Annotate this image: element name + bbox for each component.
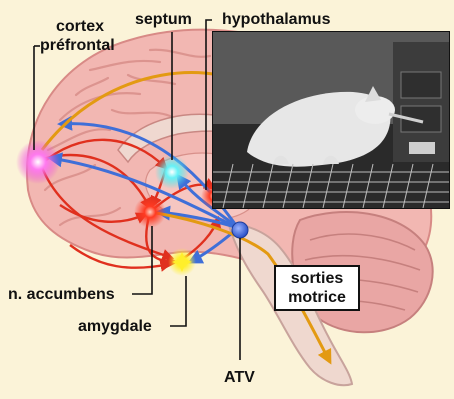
atv-node (232, 222, 248, 238)
label-septum: septum (135, 11, 192, 28)
label-n-accumbens: n. accumbens (8, 286, 115, 303)
label-prefrontal: préfrontal (40, 37, 115, 54)
rat-photo-illustration (213, 32, 449, 208)
label-motrice: motrice (288, 288, 346, 307)
septum-node (155, 155, 189, 189)
label-cortex: cortex (56, 18, 104, 35)
label-sorties: sorties (291, 269, 343, 288)
label-atv: ATV (224, 369, 255, 386)
label-amygdale: amygdale (78, 318, 152, 335)
sorties-motrice-box: sorties motrice (274, 265, 360, 311)
label-hypothalamus: hypothalamus (222, 11, 330, 28)
n-accumbens-node (134, 196, 166, 228)
rat-lever-photo (212, 31, 450, 209)
cortex-prefrontal-node (16, 140, 60, 184)
